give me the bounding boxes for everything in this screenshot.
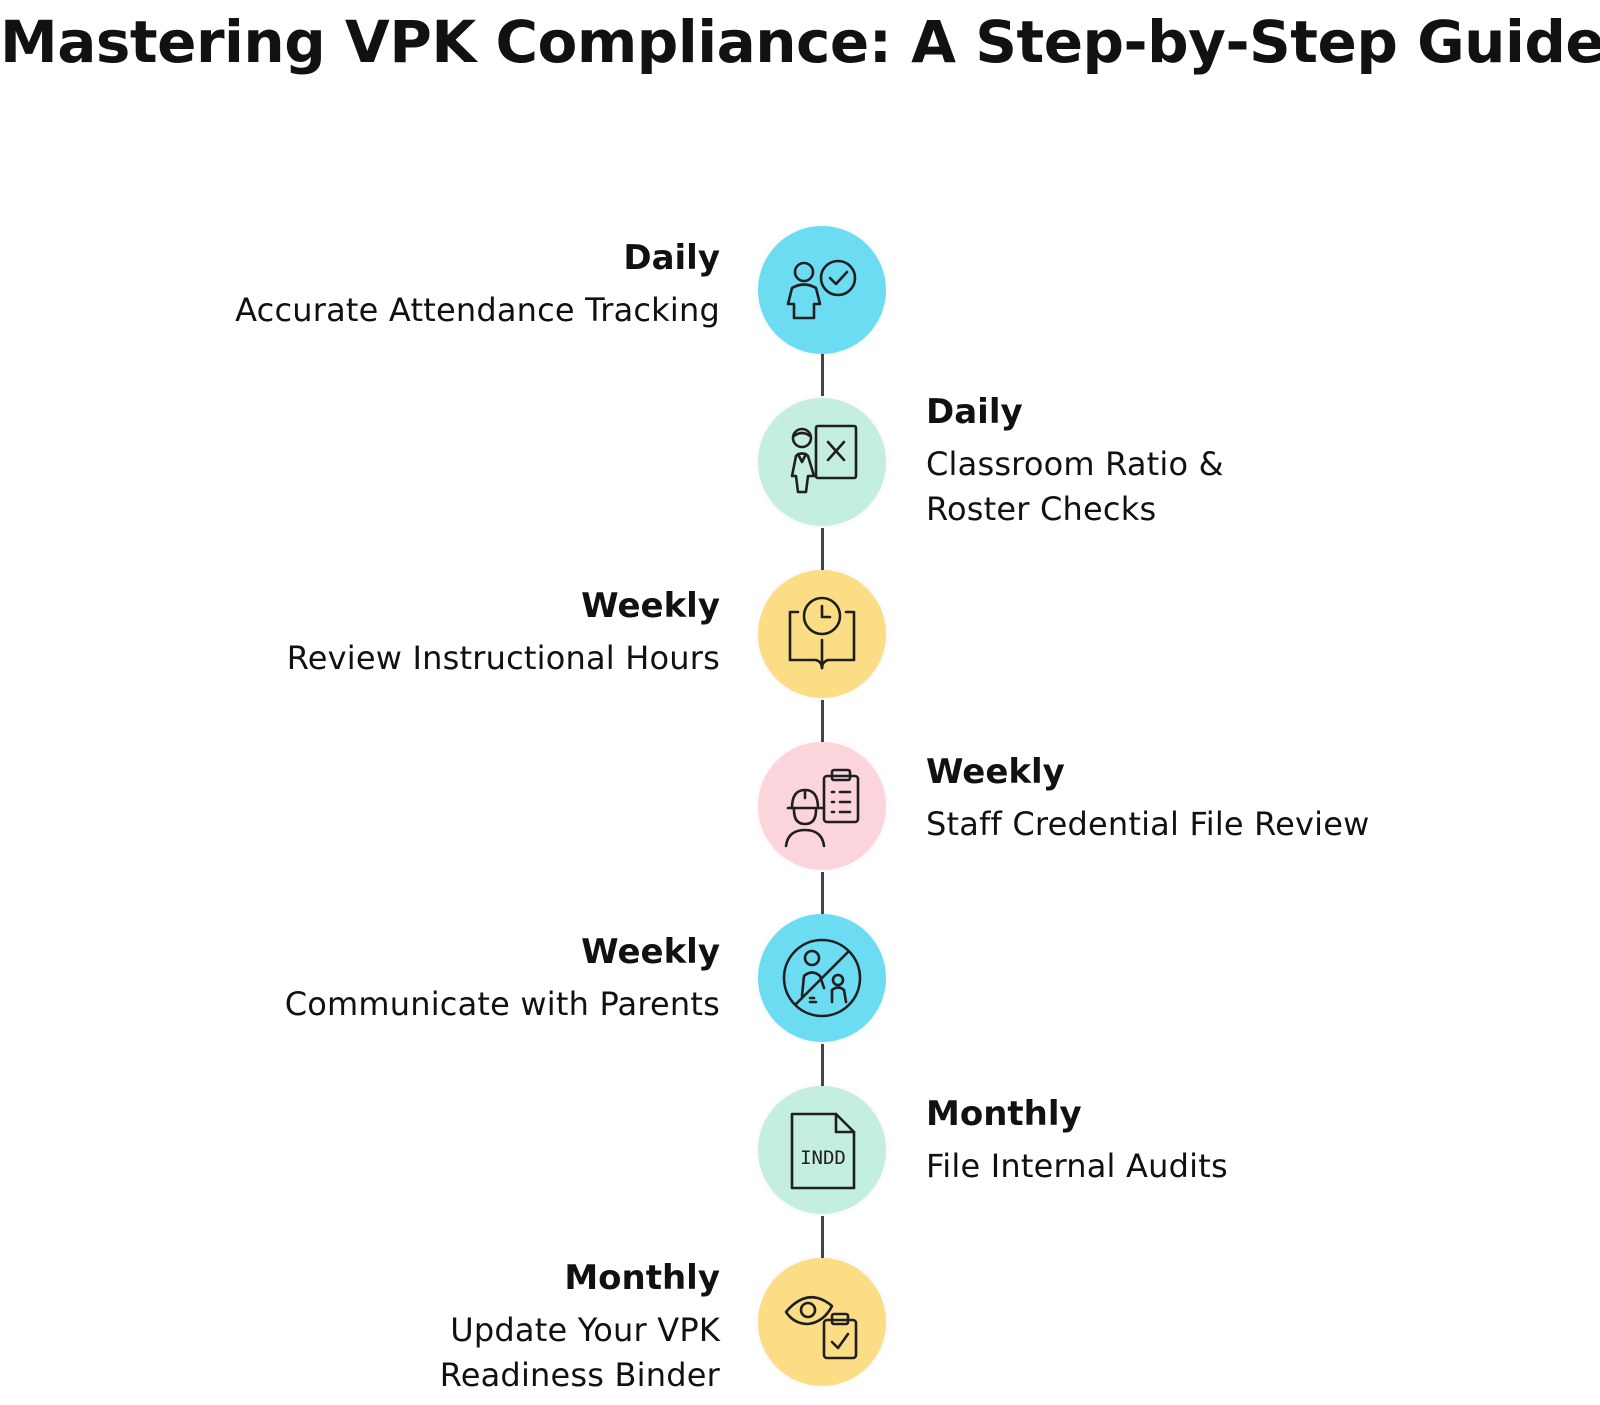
connector-line (821, 872, 824, 914)
page-title: Mastering VPK Compliance: A Step-by-Step… (0, 8, 1600, 76)
step-frequency: Daily (623, 238, 720, 278)
step-frequency: Weekly (581, 586, 720, 626)
step-label: Daily Classroom Ratio & Roster Checks (926, 390, 1486, 532)
step-node (758, 742, 886, 870)
step-frequency: Daily (926, 392, 1023, 432)
teacher-board-icon (790, 424, 858, 494)
worker-clipboard-icon (784, 768, 860, 848)
step-node: INDD (758, 1086, 886, 1214)
step-node (758, 570, 886, 698)
step-label: Weekly Staff Credential File Review (926, 750, 1486, 847)
step-label: Daily Accurate Attendance Tracking (160, 236, 720, 333)
step-node (758, 226, 886, 354)
step-description: Communicate with Parents (284, 985, 720, 1023)
step-frequency: Monthly (564, 1258, 720, 1298)
step-description: Review Instructional Hours (286, 639, 720, 677)
step-label: Monthly Update Your VPK Readiness Binder (160, 1256, 720, 1398)
connector-line (821, 700, 824, 742)
step-node (758, 1258, 886, 1386)
connector-line (821, 528, 824, 570)
step-description: Accurate Attendance Tracking (235, 291, 720, 329)
indd-file-icon: INDD (790, 1112, 856, 1190)
step-node (758, 914, 886, 1042)
step-label: Weekly Review Instructional Hours (160, 584, 720, 681)
connector-line (821, 1044, 824, 1086)
step-description: Update Your VPK Readiness Binder (439, 1311, 720, 1394)
connector-line (821, 1216, 824, 1258)
step-label: Weekly Communicate with Parents (160, 930, 720, 1027)
attendance-check-icon (786, 259, 857, 320)
file-type-label: INDD (800, 1147, 846, 1169)
connector-line (821, 354, 824, 396)
step-frequency: Weekly (926, 752, 1065, 792)
step-description: Staff Credential File Review (926, 805, 1370, 843)
step-label: Monthly File Internal Audits (926, 1092, 1486, 1189)
book-clock-icon (788, 596, 856, 670)
step-description: Classroom Ratio & Roster Checks (926, 445, 1224, 528)
step-description: File Internal Audits (926, 1147, 1228, 1185)
eye-clipboard-icon (784, 1296, 858, 1360)
step-frequency: Weekly (581, 932, 720, 972)
step-frequency: Monthly (926, 1094, 1082, 1134)
step-node (758, 398, 886, 526)
no-children-icon (782, 938, 862, 1018)
